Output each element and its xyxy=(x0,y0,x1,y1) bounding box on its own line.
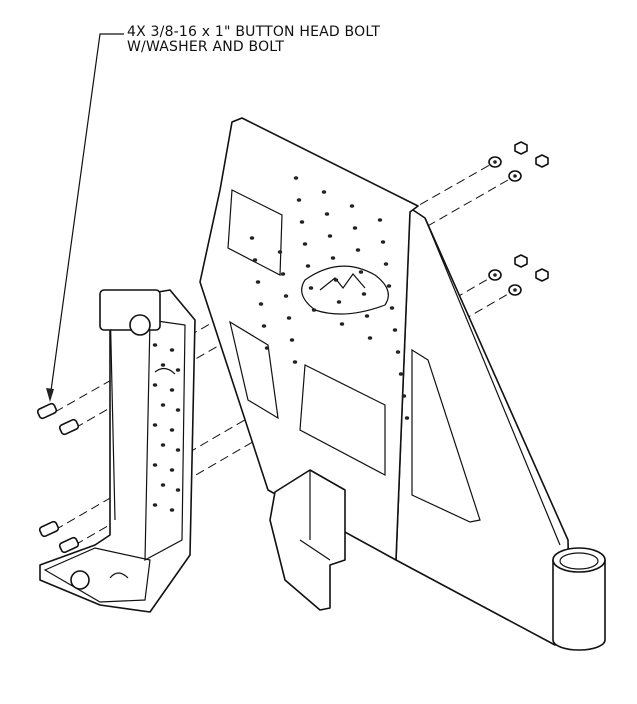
hole xyxy=(175,408,181,412)
hole xyxy=(302,242,308,246)
hole xyxy=(169,348,175,352)
hole xyxy=(152,503,158,507)
callout-label: 4X 3/8-16 x 1" BUTTON HEAD BOLT W/WASHER… xyxy=(127,25,380,55)
hole xyxy=(169,428,175,432)
hole xyxy=(160,403,166,407)
hole xyxy=(152,343,158,347)
spindle-tube xyxy=(552,547,606,651)
hole xyxy=(299,220,305,224)
hole xyxy=(152,383,158,387)
bolt-icon xyxy=(38,520,60,538)
hole xyxy=(261,324,267,328)
hole xyxy=(333,278,339,282)
hole xyxy=(383,262,389,266)
hole xyxy=(305,264,311,268)
hole xyxy=(292,360,298,364)
hole xyxy=(160,443,166,447)
hole xyxy=(392,328,398,332)
hole xyxy=(401,394,407,398)
hole xyxy=(280,272,286,276)
callout-line-2: W/WASHER AND BOLT xyxy=(127,39,285,55)
hole xyxy=(367,336,373,340)
hole xyxy=(358,270,364,274)
hole xyxy=(361,292,367,296)
jack-bracket xyxy=(39,289,196,613)
hole xyxy=(160,483,166,487)
hole xyxy=(352,226,358,230)
hole xyxy=(395,350,401,354)
hole xyxy=(255,280,261,284)
hole xyxy=(380,240,386,244)
hole xyxy=(152,423,158,427)
hole xyxy=(252,258,258,262)
bolt-icon xyxy=(36,402,58,420)
main-mount-plate xyxy=(199,117,419,561)
bolt-icon xyxy=(58,536,80,554)
hole xyxy=(364,314,370,318)
hole xyxy=(175,448,181,452)
hole xyxy=(175,368,181,372)
hole xyxy=(389,306,395,310)
hole xyxy=(339,322,345,326)
washers-and-nuts xyxy=(488,141,549,296)
hole xyxy=(386,284,392,288)
hole xyxy=(249,236,255,240)
leader-line xyxy=(46,33,124,402)
hole xyxy=(169,508,175,512)
hole xyxy=(286,316,292,320)
hole xyxy=(277,250,283,254)
hole xyxy=(327,234,333,238)
hole xyxy=(152,463,158,467)
hole xyxy=(296,198,302,202)
hole xyxy=(160,363,166,367)
hole xyxy=(377,218,383,222)
hole xyxy=(283,294,289,298)
hole xyxy=(330,256,336,260)
hole xyxy=(169,468,175,472)
hole xyxy=(289,338,295,342)
hole xyxy=(321,190,327,194)
bolt-hole-pattern xyxy=(152,176,410,512)
hole xyxy=(258,302,264,306)
hole xyxy=(336,300,342,304)
hole xyxy=(175,488,181,492)
hitch-receiver xyxy=(269,469,346,611)
hole xyxy=(264,346,270,350)
hole xyxy=(311,308,317,312)
hole xyxy=(169,388,175,392)
hole xyxy=(398,372,404,376)
bolt-icon xyxy=(58,418,80,436)
bolts xyxy=(36,402,80,554)
hole xyxy=(324,212,330,216)
hole xyxy=(349,204,355,208)
hole xyxy=(293,176,299,180)
hole xyxy=(308,286,314,290)
hole xyxy=(355,248,361,252)
hole xyxy=(404,416,410,420)
callout-line-1: 4X 3/8-16 x 1" BUTTON HEAD BOLT xyxy=(127,24,381,40)
